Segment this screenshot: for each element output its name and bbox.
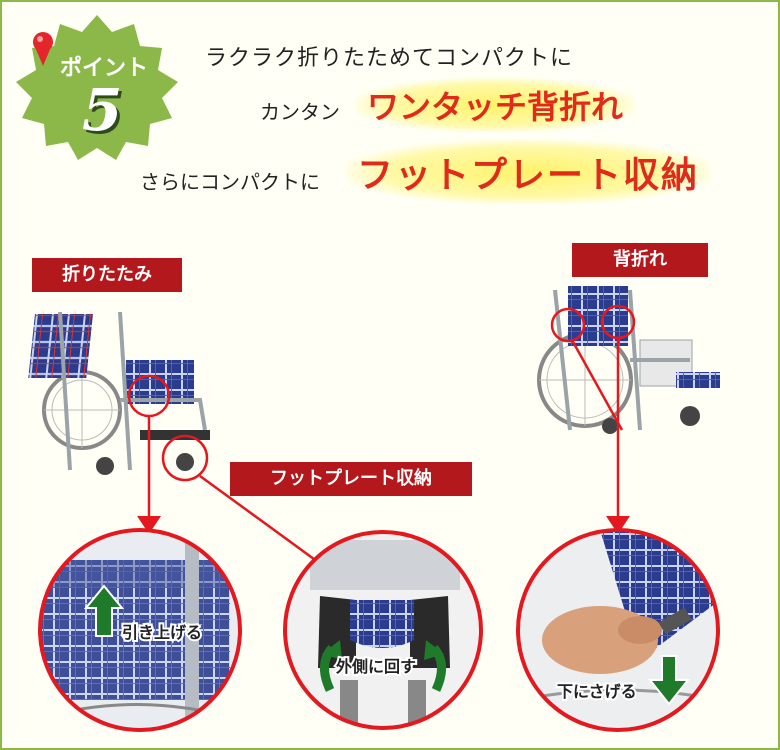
headline-line3-prefix: さらにコンパクトに <box>140 170 320 194</box>
detail-circle-frame <box>283 530 483 730</box>
point-badge: ポイント 5 <box>12 10 182 160</box>
arrow-down-icon <box>137 516 161 534</box>
headline-line1: ラクラク折りたためてコンパクトに <box>205 46 574 71</box>
detail-circle-frame <box>516 528 720 732</box>
arrow-down-icon <box>606 516 630 534</box>
detail-circle-frame <box>38 528 242 732</box>
badge-label: ポイント <box>60 56 149 81</box>
arrow-up-icon <box>83 584 125 637</box>
detail-footplate <box>285 532 481 728</box>
headline-line2-emphasis: ワンタッチ背折れ <box>355 78 636 132</box>
headline-line2-prefix: カンタン <box>260 100 340 124</box>
arrow-down-green-icon <box>647 655 691 706</box>
detail-fold-seat <box>40 530 240 730</box>
pin-icon <box>33 32 53 66</box>
label-fold: 折りたたみ <box>32 258 182 292</box>
wheelchair-folding-image <box>28 311 210 475</box>
caption-pull-up: 引き上げる <box>122 623 202 642</box>
label-backfold: 背折れ <box>572 243 708 277</box>
headline-line3-emphasis: フットプレート収納 <box>345 140 712 204</box>
caption-rotate-out: 外側に回す <box>335 657 416 676</box>
rotate-arrows-icon <box>320 640 446 692</box>
wheelchair-backfold-image <box>537 286 720 434</box>
caption-push-down: 下にさげる <box>557 682 637 701</box>
label-footplate: フットプレート収納 <box>230 462 472 496</box>
badge-number: 5 <box>82 76 123 144</box>
detail-backfold-lever <box>518 530 718 730</box>
badge-burst-shape <box>16 15 178 160</box>
callout-lines <box>127 304 636 564</box>
